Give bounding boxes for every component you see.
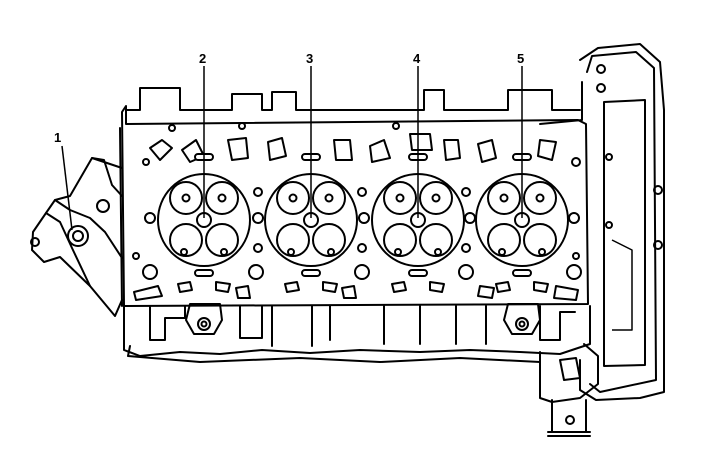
lower-port-4-b — [533, 281, 549, 293]
valve-3-2 — [419, 181, 453, 215]
valve-2-1 — [276, 181, 310, 215]
lower-port-3-b — [429, 281, 445, 293]
valve-dot-3-b — [434, 248, 442, 256]
valve-4-4 — [523, 223, 557, 257]
valve-dot-2-a — [287, 248, 295, 256]
valve-dot-1-b — [220, 248, 228, 256]
valve-stem-1-b — [217, 193, 227, 203]
lower-port-1-b — [215, 281, 231, 293]
valve-stem-4-b — [535, 193, 545, 203]
callout-labels: 1 2 3 4 5 — [54, 51, 524, 145]
callout-leader-1 — [61, 145, 73, 231]
callout-4: 4 — [413, 51, 421, 66]
head-bolt-hole-3 — [358, 212, 370, 224]
head-bolt-hole-4 — [464, 212, 476, 224]
valve-3-4 — [419, 223, 453, 257]
callout-2: 2 — [199, 51, 206, 66]
head-gasket-face — [119, 105, 589, 307]
lower-port-1-a — [177, 281, 193, 293]
left-bracket — [30, 157, 123, 317]
lower-port-2-a — [284, 281, 300, 293]
lower-slot-1 — [194, 269, 214, 277]
valve-stem-2-a — [288, 193, 298, 203]
top-bosses — [125, 81, 583, 125]
callout-5: 5 — [517, 51, 524, 66]
lower-bolt-bosses — [185, 303, 541, 335]
valve-stem-3-b — [431, 193, 441, 203]
valve-dot-2-b — [327, 248, 335, 256]
valve-2-2 — [312, 181, 346, 215]
lower-slot-3 — [408, 269, 428, 277]
valve-2-4 — [312, 223, 346, 257]
valve-dot-4-b — [538, 248, 546, 256]
head-bolt-hole-1 — [144, 212, 156, 224]
top-passages — [132, 122, 581, 260]
valve-1-4 — [205, 223, 239, 257]
lower-port-3-a — [391, 281, 407, 293]
valve-1-1 — [169, 181, 203, 215]
valve-1-2 — [205, 181, 239, 215]
valve-2-3 — [276, 223, 310, 257]
valve-dot-3-a — [394, 248, 402, 256]
outlet-housing — [539, 343, 599, 437]
head-bolt-hole-5 — [568, 212, 580, 224]
valve-4-1 — [487, 181, 521, 215]
valve-stem-3-a — [395, 193, 405, 203]
lower-skirt — [123, 305, 591, 363]
lower-port-2-b — [322, 281, 338, 293]
valve-4-2 — [523, 181, 557, 215]
valve-stem-2-b — [324, 193, 334, 203]
valve-dot-1-a — [180, 248, 188, 256]
lower-slot-4 — [512, 269, 532, 277]
valve-1-3 — [169, 223, 203, 257]
right-end-casting — [579, 43, 665, 401]
valve-3-3 — [383, 223, 417, 257]
callout-3: 3 — [306, 51, 313, 66]
bottom-passages — [133, 264, 582, 301]
lower-port-4-a — [495, 281, 511, 293]
lower-slot-2 — [301, 269, 321, 277]
combustion-chambers — [144, 153, 580, 293]
callout-1: 1 — [54, 130, 61, 145]
valve-3-1 — [383, 181, 417, 215]
head-bolt-hole-2 — [252, 212, 264, 224]
valve-4-3 — [487, 223, 521, 257]
valve-dot-4-a — [498, 248, 506, 256]
valve-stem-1-a — [181, 193, 191, 203]
callout-leaders — [61, 66, 523, 231]
valve-stem-4-a — [499, 193, 509, 203]
